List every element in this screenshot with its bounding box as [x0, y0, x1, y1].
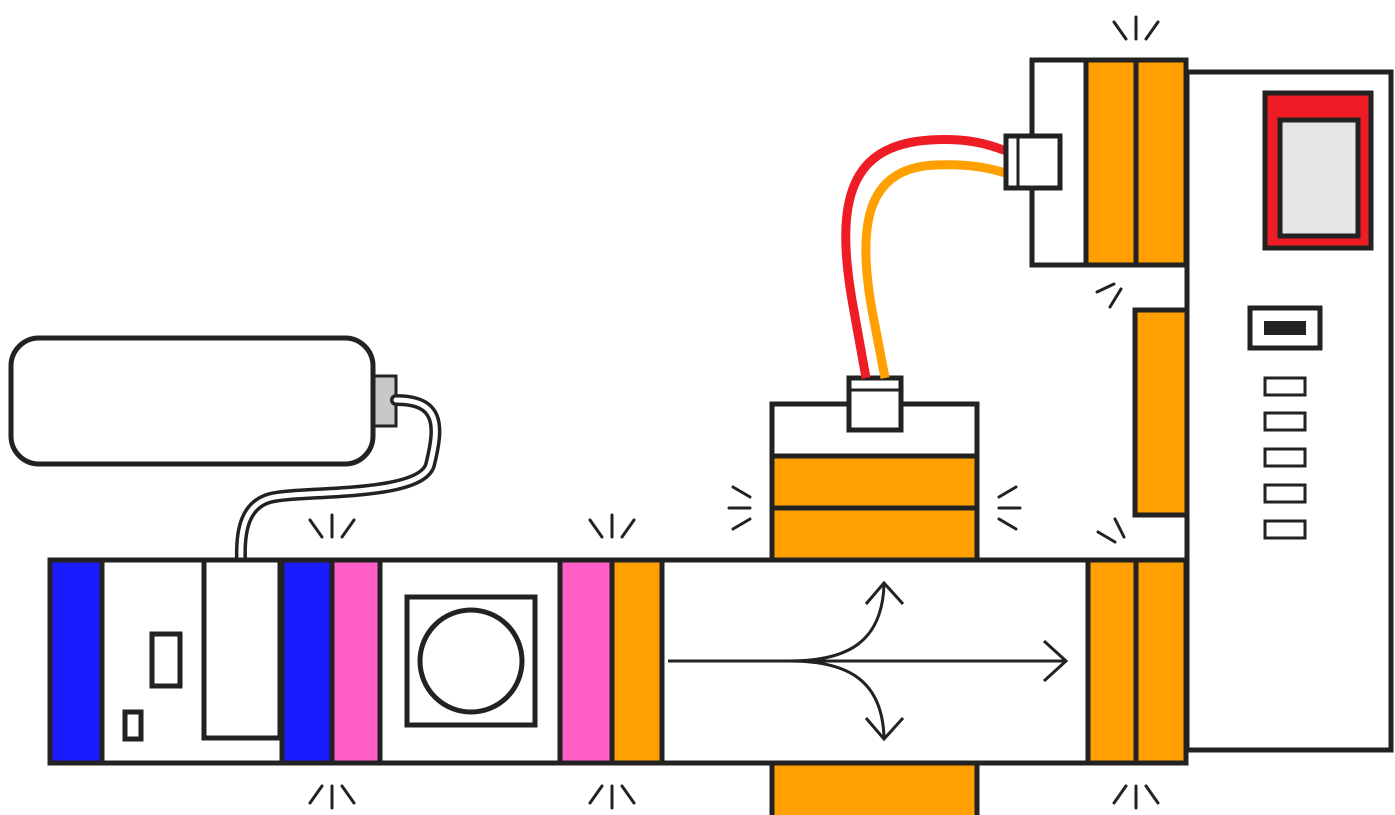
wire-connector-bottom [846, 375, 904, 433]
spark-mark [1112, 784, 1160, 810]
battery-cable-inner [238, 397, 438, 563]
power-switch [149, 631, 183, 689]
fork-arrow-down-head [864, 716, 905, 742]
battery-icon [8, 335, 398, 467]
extension-cable-red [841, 135, 1012, 379]
button-bitsnap-left [329, 557, 383, 766]
fork-arrows-icon [668, 580, 1069, 742]
button-module[interactable] [329, 557, 615, 766]
battery-connector [201, 557, 283, 741]
button-circle-icon[interactable] [417, 607, 525, 715]
branch-bitsnap-a [769, 453, 980, 511]
spark-mark [308, 513, 356, 539]
panel-bitsnap-middle [1132, 307, 1190, 518]
fork-arrow-up-head [864, 580, 905, 606]
usb-icon [1247, 305, 1323, 351]
wire-top-bitsnap-a [1083, 57, 1139, 268]
fork-arrow-down [789, 659, 886, 738]
fork-arrow-up [789, 584, 886, 663]
power-module[interactable] [47, 557, 335, 766]
spark-mark [588, 513, 636, 539]
branch-down-module[interactable] [769, 760, 980, 815]
snap-sparks [308, 15, 1160, 810]
fork-bitsnap-left [609, 557, 665, 766]
screen-display [1277, 117, 1361, 239]
usb-slot [1264, 321, 1306, 335]
power-led [122, 709, 144, 742]
fork-bitsnap-right-a [1085, 557, 1139, 766]
spark-mark [1096, 517, 1126, 544]
branch-bitsnap-b [769, 505, 980, 563]
power-bitsnap-right [279, 557, 335, 766]
fork-bitsnap-right-b [1133, 557, 1189, 766]
fork-arrow-main-head [1042, 639, 1069, 683]
status-led-5 [1263, 519, 1307, 540]
spark-mark [1112, 15, 1160, 41]
wire-top-bitsnap-b [1133, 57, 1189, 268]
wire-top-module[interactable] [1003, 57, 1189, 268]
branch-up-module[interactable] [769, 375, 980, 563]
fork-module[interactable] [609, 557, 1189, 766]
screen-icon [1262, 90, 1374, 251]
power-bitsnap-left [47, 557, 105, 766]
spark-mark [997, 485, 1022, 531]
wire-connector-top [1003, 133, 1063, 191]
status-led-4 [1263, 483, 1307, 504]
cloud-module[interactable] [1132, 69, 1394, 753]
extension-cable-orange [861, 160, 1012, 379]
status-led-1 [1263, 376, 1307, 397]
battery-body [8, 335, 376, 467]
spark-mark [308, 784, 356, 810]
spark-mark [588, 784, 636, 810]
status-led-3 [1263, 447, 1307, 468]
button-bitsnap-right [557, 557, 615, 766]
spark-mark [1095, 282, 1123, 309]
spark-mark [727, 485, 752, 531]
status-led-2 [1263, 411, 1307, 432]
